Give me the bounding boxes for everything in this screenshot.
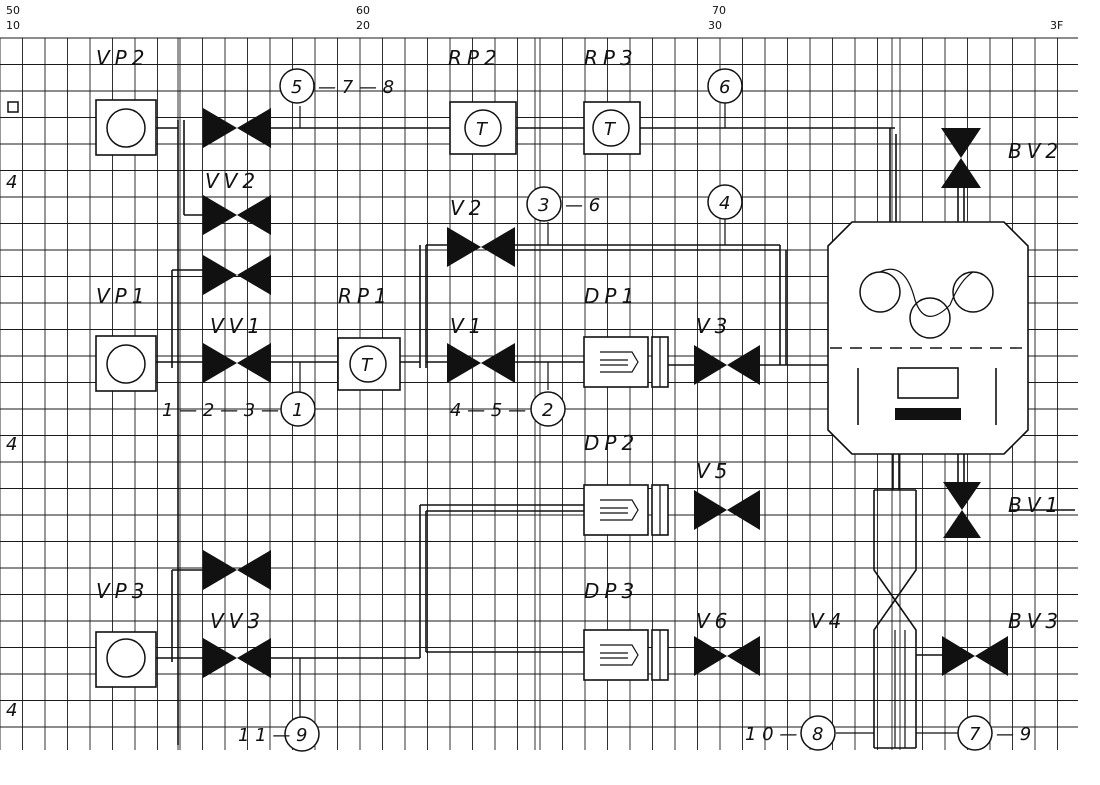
gauge-9-number: 9 xyxy=(296,725,307,746)
label-rp1: RP1 xyxy=(338,284,392,308)
gauge-7-number: 7 xyxy=(969,724,981,745)
gauge-2: 2 4 — 5 — xyxy=(450,391,566,427)
label-vv1: VV1 xyxy=(210,314,265,338)
small-square-mark xyxy=(7,101,19,113)
label-dp2: DP2 xyxy=(584,431,639,455)
rp3-symbol: T xyxy=(604,119,617,140)
label-rp2: RP2 xyxy=(448,46,502,70)
dp3-pump xyxy=(583,629,669,681)
gauge-3: 3 — 6 xyxy=(526,186,600,222)
gauge-2-number: 2 xyxy=(542,400,553,421)
tick-bottom-4: 3F xyxy=(1050,19,1063,32)
label-bv1: BV1 xyxy=(1008,493,1063,517)
left-mark-2: 4 xyxy=(6,434,17,455)
valve-v5 xyxy=(694,490,760,530)
tick-bottom-2: 20 xyxy=(356,19,370,32)
label-bv2: BV2 xyxy=(1008,139,1063,163)
valve-vv3 xyxy=(203,638,271,678)
label-v4: V4 xyxy=(810,609,846,633)
label-vp1: VP1 xyxy=(96,284,149,308)
label-vv2: VV2 xyxy=(205,169,260,193)
label-v6: V6 xyxy=(696,609,732,633)
label-vp3: VP3 xyxy=(96,579,149,603)
label-rp3: RP3 xyxy=(584,46,638,70)
gauge-8-number: 8 xyxy=(812,724,823,745)
gauge-9: 9 1 1 — xyxy=(238,716,320,752)
left-marks: 4 4 4 xyxy=(6,101,19,721)
left-mark-3: 4 xyxy=(6,700,17,721)
tick-top-1: 50 xyxy=(6,4,20,17)
label-dp3: DP3 xyxy=(584,579,639,603)
label-dp1: DP1 xyxy=(584,284,639,308)
component-labels: VP2 VP1 VP3 VV2 VV1 VV3 RP1 RP2 RP3 V2 V… xyxy=(96,46,1063,633)
dp1-pump xyxy=(583,336,669,388)
gauge-4-number: 4 xyxy=(719,193,730,214)
gauge-1-number: 1 xyxy=(292,400,303,421)
gauge-4: 4 xyxy=(707,184,743,220)
label-bv3: BV3 xyxy=(1008,609,1063,633)
gauge-6-number: 6 xyxy=(719,77,730,98)
tick-bottom-3: 30 xyxy=(708,19,722,32)
vp1-pump xyxy=(95,335,157,392)
valve-v3 xyxy=(694,345,760,385)
vp3-pump xyxy=(95,631,157,688)
gauge-3-suffix: — 6 xyxy=(565,195,600,216)
gauge-7-suffix: — 9 xyxy=(996,724,1031,745)
vp2-pump xyxy=(95,99,157,156)
vacuum-chamber xyxy=(827,221,1029,455)
gauge-2-prefix: 4 — 5 — xyxy=(450,400,526,421)
dp2-pump xyxy=(583,484,669,536)
valve-bv3 xyxy=(942,636,1008,676)
tick-bottom-1: 10 xyxy=(6,19,20,32)
gauge-9-prefix: 1 1 — xyxy=(238,725,290,746)
label-vv3: VV3 xyxy=(210,609,265,633)
valve-bv2 xyxy=(941,128,981,188)
valve-vv2-lower xyxy=(203,255,271,295)
rp2-symbol: T xyxy=(476,119,489,140)
gauge-1-prefix: 1 — 2 — 3 — xyxy=(162,400,279,421)
rp3-pump: T xyxy=(583,101,641,155)
gauge-7: 7 — 9 xyxy=(957,715,1031,751)
label-v1: V1 xyxy=(450,314,486,338)
gauge-8: 8 1 0 — xyxy=(745,715,836,751)
valve-v1 xyxy=(447,343,515,383)
valve-bv1 xyxy=(943,482,981,538)
valve-v6 xyxy=(694,636,760,676)
piping xyxy=(156,100,1075,749)
label-v5: V5 xyxy=(696,459,732,483)
rp2-pump: T xyxy=(449,101,517,155)
valve-vv3-upper xyxy=(203,550,271,590)
valve-vv2 xyxy=(203,195,271,235)
valve-vv2-top xyxy=(203,108,271,148)
tick-top-3: 70 xyxy=(712,4,726,17)
top-scale: 50 10 60 20 70 30 3F xyxy=(6,4,1063,32)
gauge-6: 6 xyxy=(707,68,743,104)
valve-vv1 xyxy=(203,343,271,383)
gauge-5: 5 — 7 — 8 xyxy=(279,68,394,104)
gauge-1: 1 1 — 2 — 3 — xyxy=(162,391,316,427)
tick-top-2: 60 xyxy=(356,4,370,17)
left-mark-1: 4 xyxy=(6,172,17,193)
label-v3: V3 xyxy=(696,314,732,338)
rp1-pump: T xyxy=(337,337,401,391)
gauge-5-suffix: — 7 — 8 xyxy=(318,77,394,98)
gauge-3-number: 3 xyxy=(538,195,549,216)
valve-v2 xyxy=(447,227,515,267)
label-vp2: VP2 xyxy=(96,46,149,70)
rp1-symbol: T xyxy=(361,355,374,376)
gauge-5-number: 5 xyxy=(291,77,302,98)
gauge-8-prefix: 1 0 — xyxy=(745,724,797,745)
label-v2: V2 xyxy=(450,196,486,220)
